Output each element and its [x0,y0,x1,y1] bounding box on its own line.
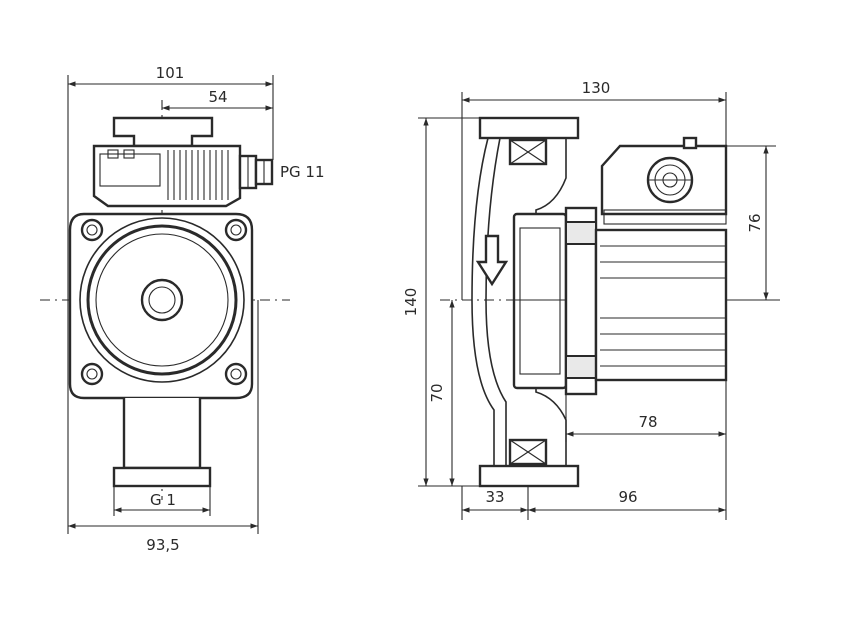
motor-outer-ring [79,217,245,383]
dim-front-width-total: 101 [156,64,185,82]
mount-screw-bottom-right [224,362,248,386]
dim-side-length: 130 [582,79,611,97]
dim-thread: G 1 [150,491,176,509]
bottom-pipe-flange [478,464,580,488]
casing-left-contour [471,137,495,466]
side-dimensions: 130 140 70 76 78 33 96 [402,79,776,520]
pump-head [512,212,568,390]
side-view [440,116,780,488]
terminal-box [92,144,242,208]
casing-upper-neck [535,138,567,214]
flow-direction-arrow-icon [475,234,509,287]
pump-neck [122,398,202,470]
flange-clamp-top [565,221,597,245]
terminal-box-inner-panel [99,153,161,187]
dim-side-half-height: 70 [428,383,446,402]
front-dimensions: 101 54 PG 11 G 1 93,5 [67,64,325,554]
terminal-box-screw [682,136,698,150]
flange-clamp-bottom [565,355,597,379]
front-view [40,100,290,500]
dim-motor-length: 96 [618,488,637,506]
terminal-screw [107,149,119,159]
dim-motor-height: 76 [746,213,764,232]
mount-screw-bottom-left [80,362,104,386]
dim-side-height: 140 [402,288,420,317]
terminal-box-fins [167,150,229,200]
terminal-screw [123,149,135,159]
mount-screw-top-right [224,218,248,242]
top-handle [112,116,214,148]
motor-body [594,228,728,382]
vent-screw [140,278,184,322]
bottom-flange [112,466,212,488]
dim-motor-depth: 78 [638,413,657,431]
motor-face [86,224,238,376]
label-cable-gland: PG 11 [280,163,325,181]
motor-fins [600,245,726,367]
dim-front-width-body: 93,5 [146,536,179,554]
dim-flange-offset: 33 [485,488,504,506]
top-pipe-flange [478,116,580,140]
dim-front-width-right: 54 [208,88,227,106]
casing-inner-contour [485,137,507,466]
mount-screw-top-left [80,218,104,242]
